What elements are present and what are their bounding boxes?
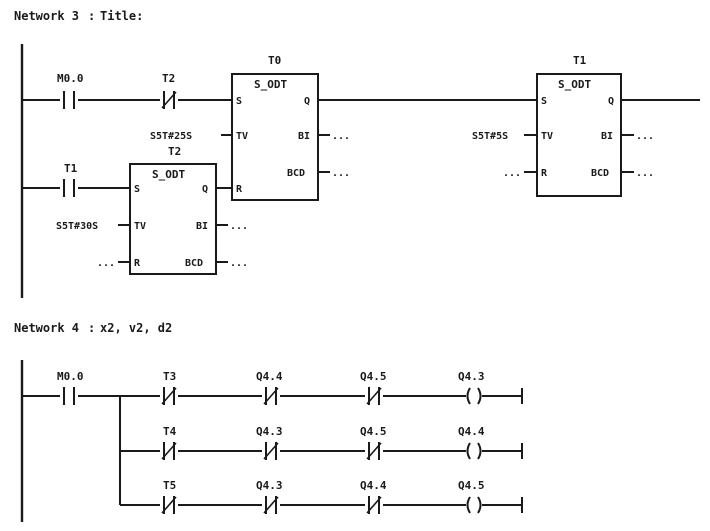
pin-bcd: BCD <box>591 168 609 179</box>
branch-row-3: T5 Q4.3 Q4.4 Q4.5 <box>120 479 523 514</box>
timer-box <box>129 163 217 275</box>
contact-label: T4 <box>163 425 177 438</box>
t0-bi-out: ... <box>332 131 350 142</box>
contact-nc-q4-5[interactable] <box>366 442 382 460</box>
t1-tv-value: S5T#5S <box>472 131 508 142</box>
pin-bcd: BCD <box>287 168 305 179</box>
network-3: Network 3 : Title: M0.0 T2 T0 S_ODT S TV… <box>14 9 700 298</box>
pin-r: R <box>134 258 141 269</box>
timer-type: S_ODT <box>152 168 185 181</box>
branch-row-2: T4 Q4.3 Q4.5 Q4.4 <box>120 425 523 460</box>
pin-tv: TV <box>134 221 146 232</box>
t2-bcd-out: ... <box>230 258 248 269</box>
branch-row-1: T3 Q4.4 Q4.5 Q4.3 <box>120 370 523 405</box>
pin-q: Q <box>304 96 310 107</box>
contact-label: T3 <box>163 370 176 383</box>
pin-s: S <box>134 184 140 195</box>
t2-r-in: ... <box>97 258 115 269</box>
coil-label: Q4.5 <box>458 479 485 492</box>
timer-type: S_ODT <box>254 78 287 91</box>
contact-nc-q4-4[interactable] <box>263 387 279 405</box>
pin-tv: TV <box>541 131 553 142</box>
timer-block-t1[interactable]: T1 S_ODT S TV R Q BI BCD <box>536 54 622 197</box>
contact-no-m0-0-n4[interactable] <box>63 387 75 405</box>
coil-q4-4[interactable] <box>466 442 482 460</box>
contact-nc-t4[interactable] <box>161 442 177 460</box>
timer-name: T2 <box>168 145 181 158</box>
contact-label: T2 <box>162 72 175 85</box>
contact-label: Q4.3 <box>256 425 283 438</box>
contact-nc-t2[interactable] <box>161 91 177 109</box>
contact-label: M0.0 <box>57 370 84 383</box>
network-4-label: Network 4 <box>14 321 79 335</box>
contact-nc-q4-5[interactable] <box>366 387 382 405</box>
t1-r-in: ... <box>503 168 521 179</box>
t0-bcd-out: ... <box>332 168 350 179</box>
contact-label: T1 <box>64 162 78 175</box>
coil-label: Q4.4 <box>458 425 485 438</box>
network-3-title: Title: <box>100 9 143 23</box>
pin-q: Q <box>608 96 614 107</box>
contact-nc-q4-3[interactable] <box>263 496 279 514</box>
contact-label: Q4.4 <box>360 479 387 492</box>
contact-no-m0-0[interactable] <box>63 91 75 109</box>
timer-box <box>536 73 622 197</box>
t1-bcd-out: ... <box>636 168 654 179</box>
contact-nc-q4-4[interactable] <box>366 496 382 514</box>
contact-label: M0.0 <box>57 72 84 85</box>
timer-block-t0[interactable]: T0 S_ODT S TV R Q BI BCD <box>231 54 319 201</box>
pin-bcd: BCD <box>185 258 203 269</box>
pin-s: S <box>541 96 547 107</box>
contact-label: Q4.4 <box>256 370 283 383</box>
coil-q4-3[interactable] <box>466 387 482 405</box>
t0-tv-value: S5T#25S <box>150 131 192 142</box>
pin-s: S <box>236 96 242 107</box>
contact-label: Q4.3 <box>256 479 283 492</box>
contact-nc-t5[interactable] <box>161 496 177 514</box>
contact-nc-q4-3[interactable] <box>263 442 279 460</box>
timer-type: S_ODT <box>558 78 591 91</box>
t2-tv-value: S5T#30S <box>56 221 98 232</box>
pin-tv: TV <box>236 131 248 142</box>
network-4-separator: : <box>88 321 95 335</box>
pin-bi: BI <box>601 131 613 142</box>
pin-r: R <box>541 168 548 179</box>
contact-label: Q4.5 <box>360 425 387 438</box>
contact-label: T5 <box>163 479 176 492</box>
contact-label: Q4.5 <box>360 370 387 383</box>
t1-bi-out: ... <box>636 131 654 142</box>
coil-label: Q4.3 <box>458 370 485 383</box>
pin-bi: BI <box>298 131 310 142</box>
t2-bi-out: ... <box>230 221 248 232</box>
network-3-label: Network 3 <box>14 9 79 23</box>
contact-no-t1[interactable] <box>63 179 75 197</box>
timer-name: T0 <box>268 54 281 67</box>
timer-name: T1 <box>573 54 587 67</box>
coil-q4-5[interactable] <box>466 496 482 514</box>
pin-q: Q <box>202 184 208 195</box>
timer-box <box>231 73 319 201</box>
pin-bi: BI <box>196 221 208 232</box>
network-4: Network 4 : x2, v2, d2 M0.0 T3 Q4.4 <box>14 321 523 522</box>
timer-block-t2[interactable]: T2 S_ODT S TV R Q BI BCD <box>129 145 217 275</box>
network-4-title: x2, v2, d2 <box>100 321 172 335</box>
network-3-separator: : <box>88 9 95 23</box>
contact-nc-t3[interactable] <box>161 387 177 405</box>
pin-r: R <box>236 184 243 195</box>
